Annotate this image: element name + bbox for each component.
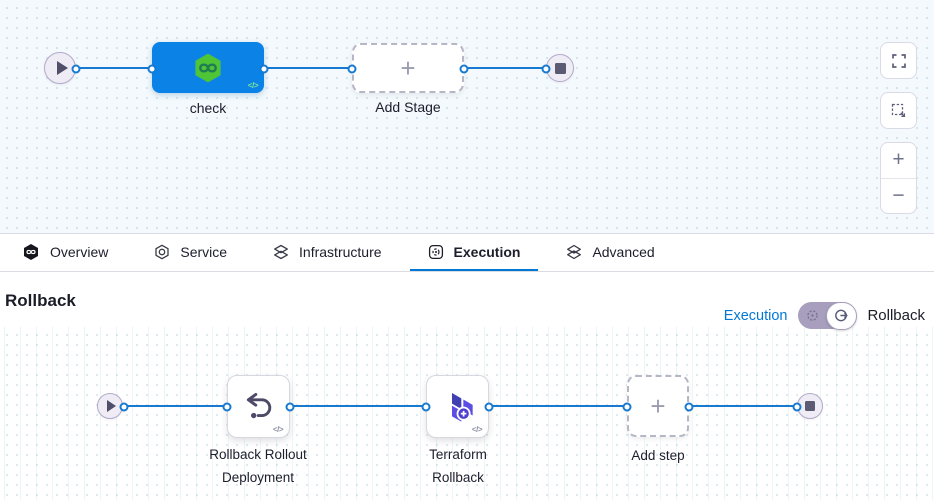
code-view-icon[interactable]: </> (272, 425, 284, 434)
tab-label: Execution (453, 243, 521, 260)
connector-line (489, 405, 627, 407)
execution-view-link[interactable]: Execution (723, 307, 788, 324)
fullscreen-button[interactable] (880, 42, 917, 79)
play-icon (56, 61, 68, 75)
tab-service[interactable]: Service (136, 234, 245, 271)
rollback-mini-icon (835, 309, 849, 322)
rollback-canvas[interactable]: </> Rollback Rollout Deployment </> Terr… (0, 326, 934, 500)
connector-port[interactable] (622, 402, 632, 411)
connector-line (264, 67, 352, 69)
connector-port[interactable] (259, 64, 269, 73)
connector-port[interactable] (285, 402, 295, 411)
tab-label: Service (180, 243, 228, 260)
tab-label: Advanced (592, 243, 655, 260)
rollback-view-label: Rollback (867, 307, 925, 324)
connector-port[interactable] (792, 402, 802, 411)
service-icon (155, 244, 170, 259)
stage-tab-bar: Overview Service Infrastructure Execut (0, 233, 934, 272)
infrastructure-icon (274, 244, 288, 259)
stage-canvas[interactable]: </> check + Add Stage (0, 0, 934, 233)
add-step-label: Add step (631, 448, 685, 463)
connector-line (290, 405, 426, 407)
step-label: Rollback Rollout Deployment (209, 447, 307, 485)
stage-label: check (189, 100, 227, 116)
marquee-selection-icon (891, 103, 906, 118)
connector-port[interactable] (459, 64, 469, 73)
step-node-rollback-rollout-deployment[interactable]: </> (227, 375, 290, 438)
code-view-icon[interactable]: </> (471, 425, 483, 434)
step-label: Terraform Rollback (429, 447, 487, 485)
execution-rollback-toggle[interactable] (798, 301, 858, 330)
connector-line (76, 67, 152, 69)
connector-port[interactable] (147, 64, 157, 73)
terraform-icon (451, 392, 473, 422)
stop-icon (554, 62, 566, 74)
plus-icon: + (650, 390, 666, 421)
connector-line (689, 405, 797, 407)
connector-line (464, 67, 546, 69)
connector-port[interactable] (421, 402, 431, 411)
stop-icon (805, 401, 815, 411)
add-step-button[interactable]: + (627, 375, 689, 437)
tab-advanced[interactable]: Advanced (548, 234, 672, 271)
play-icon (107, 400, 116, 412)
connector-port[interactable] (119, 402, 129, 411)
advanced-icon (567, 244, 582, 259)
execution-panel: Rollback Execution Rollback (0, 272, 934, 500)
plus-icon: + (892, 148, 905, 172)
stage-node-check[interactable]: </> (152, 42, 264, 93)
tab-overview[interactable]: Overview (4, 234, 126, 271)
connector-port[interactable] (222, 402, 232, 411)
zoom-out-button[interactable]: − (881, 179, 916, 214)
plus-icon: + (400, 52, 416, 83)
execution-rollback-switch-row: Execution Rollback (723, 301, 925, 330)
connector-port[interactable] (541, 64, 551, 73)
zoom-in-button[interactable]: + (881, 143, 916, 179)
connector-port[interactable] (347, 64, 357, 73)
fullscreen-icon (891, 53, 906, 68)
rollback-deployment-icon (246, 392, 271, 418)
tab-label: Infrastructure (299, 243, 382, 260)
tab-execution[interactable]: Execution (409, 234, 539, 271)
connector-line (124, 405, 227, 407)
tab-infrastructure[interactable]: Infrastructure (255, 234, 399, 271)
execution-mini-icon (807, 309, 819, 321)
minus-icon: − (892, 183, 905, 207)
harness-logo-icon (24, 243, 38, 260)
add-stage-button[interactable]: + (352, 43, 464, 93)
pipeline-end-node[interactable] (546, 54, 574, 82)
add-stage-label: Add Stage (375, 99, 441, 115)
zoom-controls: + − (880, 142, 917, 214)
connector-port[interactable] (71, 64, 81, 73)
execution-icon (428, 244, 443, 259)
step-node-terraform-rollback[interactable]: </> (426, 375, 489, 438)
pipeline-start-node[interactable] (44, 52, 76, 84)
connector-port[interactable] (484, 402, 494, 411)
code-view-icon[interactable]: </> (247, 81, 259, 90)
tab-label: Overview (50, 243, 109, 260)
harness-cd-icon (195, 53, 221, 82)
marquee-select-button[interactable] (880, 92, 917, 129)
connector-port[interactable] (684, 402, 694, 411)
section-title: Rollback (5, 291, 76, 310)
toggle-thumb (826, 301, 858, 330)
